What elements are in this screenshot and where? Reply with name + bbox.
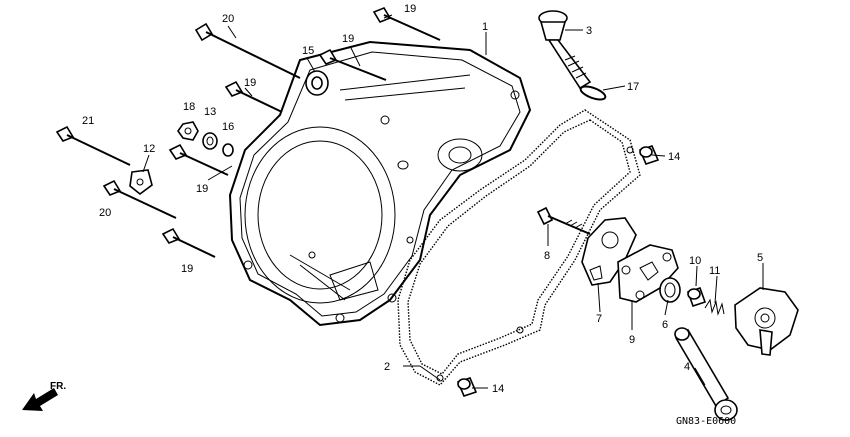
label-2: 2	[384, 361, 390, 373]
drawing-code: GN83-E0600	[676, 416, 736, 427]
label-19-top-right: 19	[404, 3, 416, 15]
label-14-lower: 14	[492, 383, 504, 395]
washer-16	[222, 143, 234, 157]
label-19-center-left: 19	[196, 183, 208, 195]
lever-arm-4	[674, 327, 738, 421]
label-1: 1	[482, 21, 488, 33]
front-direction-label: FR.	[50, 381, 66, 392]
label-19-left-mid: 19	[244, 77, 256, 89]
label-21: 21	[82, 115, 94, 127]
ratchet-5	[734, 287, 799, 356]
spring-11	[704, 298, 725, 316]
shaft-8	[536, 206, 591, 235]
label-3: 3	[586, 25, 592, 37]
label-13: 13	[204, 106, 216, 118]
bolt-19-upper-mid	[318, 48, 387, 81]
cable-clamp-12	[129, 169, 153, 196]
label-6: 6	[662, 319, 668, 331]
nut-18	[177, 121, 199, 141]
front-direction-arrow: FR.	[22, 381, 66, 411]
oil-filler-o-ring	[579, 85, 607, 101]
bolt-21	[55, 125, 131, 166]
label-5: 5	[757, 252, 763, 264]
seal-6	[659, 277, 681, 303]
label-19-bottom: 19	[181, 263, 193, 275]
label-7: 7	[596, 313, 602, 325]
label-17: 17	[627, 81, 639, 93]
label-20-lower: 20	[99, 207, 111, 219]
dowel-pin-upper	[638, 145, 660, 165]
bolt-20-lower	[102, 179, 177, 219]
bolt-20-top	[194, 22, 301, 79]
oil-filler-cap	[538, 10, 592, 90]
label-11: 11	[709, 265, 720, 277]
label-15: 15	[302, 45, 314, 57]
label-9: 9	[629, 334, 635, 346]
label-4: 4	[684, 361, 690, 373]
label-14-upper: 14	[668, 151, 680, 163]
bolt-19-bottom	[161, 227, 216, 258]
label-12: 12	[143, 143, 155, 155]
label-16: 16	[222, 121, 234, 133]
bolt-19-center-left	[168, 143, 229, 176]
dowel-pin-lower	[456, 377, 478, 397]
label-10: 10	[689, 255, 701, 267]
washer-13	[202, 132, 218, 150]
bolt-19-top-right	[372, 7, 441, 41]
cover-gasket	[397, 109, 641, 386]
part-labels: 1 2 3 4 5 6 7 8 9 10 11 12 13 14 14 15 1…	[82, 3, 763, 395]
label-18: 18	[183, 101, 195, 113]
label-8: 8	[544, 250, 550, 262]
pin-10	[686, 286, 707, 308]
leader-lines	[142, 14, 764, 389]
label-20-top: 20	[222, 13, 234, 25]
label-19-upper-mid: 19	[342, 33, 354, 45]
crankcase-cover	[228, 40, 532, 327]
bolt-19-left-mid	[224, 80, 283, 113]
oil-seal	[305, 70, 329, 96]
